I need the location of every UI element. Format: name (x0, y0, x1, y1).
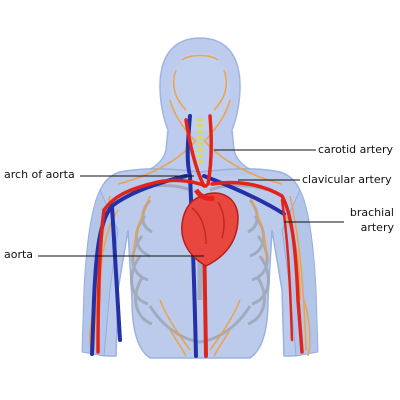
clavicular-artery-label: clavicular artery (302, 173, 392, 186)
brachial-artery-label-line2: artery (360, 221, 394, 234)
aorta-label: aorta (4, 248, 34, 261)
leader-lines (38, 149, 344, 257)
carotid-artery-label: carotid artery (318, 143, 394, 156)
arch-of-aorta-label: arch of aorta (4, 168, 75, 181)
face-shading (170, 52, 230, 132)
brachial-artery-label-line1: brachial (349, 206, 394, 219)
heart (181, 188, 239, 267)
